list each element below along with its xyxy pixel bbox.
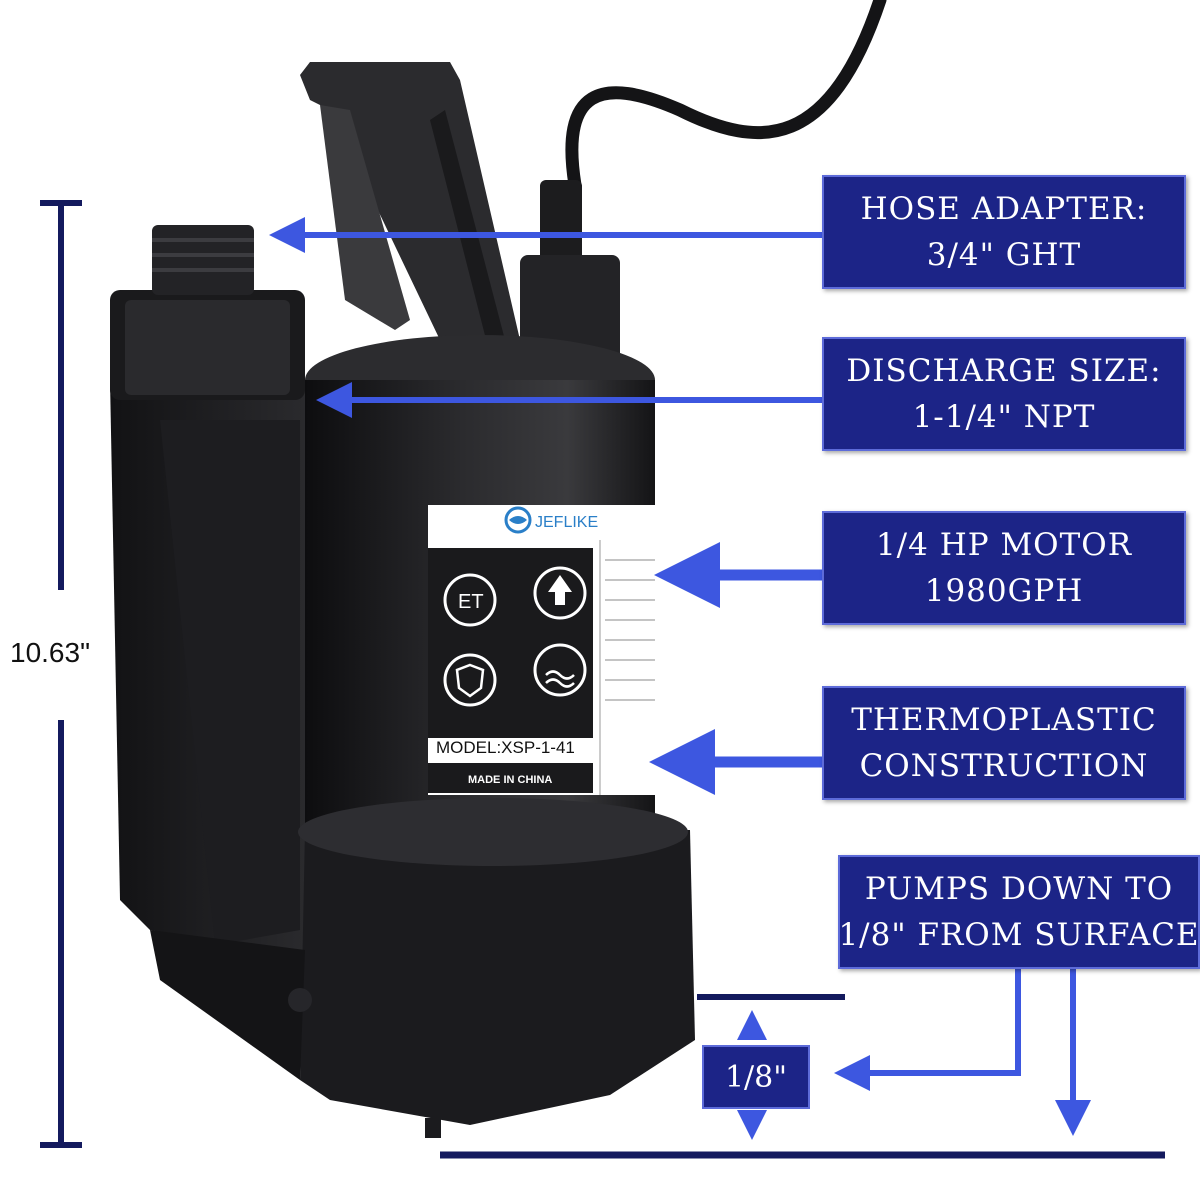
- pump-depth-callout: PUMPS DOWN TO 1/8" FROM SURFACE: [838, 855, 1200, 969]
- discharge-size-title: DISCHARGE SIZE:: [846, 352, 1162, 389]
- upload-arrow-icon: [533, 566, 587, 620]
- discharge-size-value: 1-1/4" NPT: [912, 399, 1096, 435]
- shield-icon: [443, 653, 497, 707]
- motor-title: 1/4 HP MOTOR: [875, 526, 1133, 563]
- depth-badge: 1/8": [702, 1045, 810, 1109]
- water-level-icon: [533, 643, 587, 697]
- origin-label: MADE IN CHINA: [468, 774, 552, 786]
- hose-adapter-callout: HOSE ADAPTER: 3/4" GHT: [822, 175, 1186, 289]
- pump-depth-line-2: 1/8" FROM SURFACE: [838, 917, 1200, 953]
- jeflike-logo-icon: [504, 506, 532, 534]
- brand-name: JEFLIKE: [535, 514, 598, 531]
- arrow-depth-left: [834, 965, 1021, 1091]
- etl-certification-icon: ET: [443, 573, 497, 627]
- callout-arrows: [269, 217, 1091, 1140]
- construction-line-2: CONSTRUCTION: [859, 748, 1149, 784]
- pump-depth-line-1: PUMPS DOWN TO: [864, 870, 1174, 907]
- product-label: JEFLIKE ET MODEL:XSP-1-41 MADE IN CHINA: [428, 505, 658, 795]
- motor-callout: 1/4 HP MOTOR 1980GPH: [822, 511, 1186, 625]
- motor-value: 1980GPH: [924, 573, 1084, 609]
- hose-adapter-title: HOSE ADAPTER:: [860, 190, 1148, 227]
- height-label: 10.63": [10, 637, 91, 668]
- construction-line-1: THERMOPLASTIC: [851, 701, 1157, 738]
- pump-base: [150, 798, 695, 1138]
- model-label: MODEL:XSP-1-41: [436, 738, 575, 757]
- discharge-size-callout: DISCHARGE SIZE: 1-1/4" NPT: [822, 337, 1186, 451]
- construction-callout: THERMOPLASTIC CONSTRUCTION: [822, 686, 1186, 800]
- discharge-outlet: [110, 225, 305, 400]
- svg-text:ET: ET: [458, 591, 484, 613]
- cord-relief: [540, 180, 582, 270]
- power-cord: [565, 0, 887, 192]
- hose-adapter-value: 3/4" GHT: [926, 237, 1082, 273]
- height-dimension: [40, 200, 82, 1148]
- carry-handle: [300, 62, 520, 380]
